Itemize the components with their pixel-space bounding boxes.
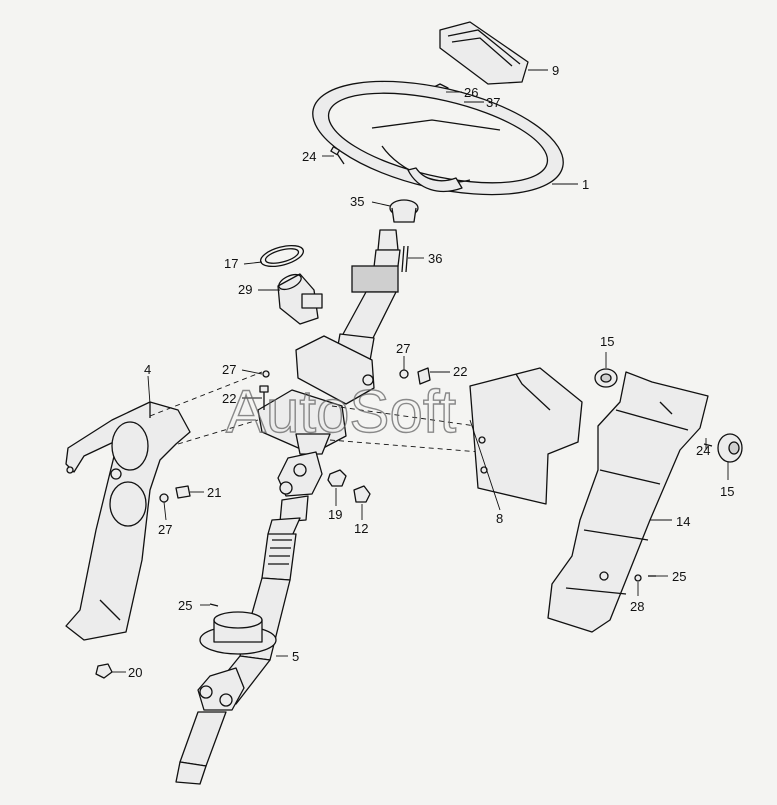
part-washer-27b bbox=[399, 369, 409, 379]
leader-27a bbox=[241, 369, 263, 375]
callout-25: 25 bbox=[178, 598, 192, 613]
part-bolt-24-top bbox=[330, 146, 345, 165]
callout-29: 29 bbox=[238, 282, 252, 297]
part-washer-28 bbox=[634, 574, 642, 582]
callout-19: 19 bbox=[328, 507, 342, 522]
callout-35: 35 bbox=[350, 194, 364, 209]
callout-15: 15 bbox=[720, 484, 734, 499]
callout-17: 17 bbox=[224, 256, 238, 271]
callout-25: 25 bbox=[672, 569, 686, 584]
callout-4: 4 bbox=[144, 362, 151, 377]
part-switch-29 bbox=[277, 273, 323, 325]
callout-27: 27 bbox=[396, 341, 410, 356]
part-screw-25a bbox=[209, 603, 219, 607]
callout-24: 24 bbox=[302, 149, 316, 164]
part-nut-21 bbox=[175, 485, 191, 499]
part-bolt-22a bbox=[259, 385, 269, 410]
part-grommet-15a bbox=[594, 368, 618, 388]
part-horn-pad bbox=[439, 21, 529, 85]
leader-4 bbox=[147, 375, 151, 405]
callout-14: 14 bbox=[676, 514, 690, 529]
callout-37: 37 bbox=[486, 95, 500, 110]
callout-28: 28 bbox=[630, 599, 644, 614]
part-screw-24b bbox=[703, 443, 713, 447]
part-panel-8 bbox=[469, 367, 583, 505]
part-pin-36 bbox=[401, 245, 409, 273]
callout-27: 27 bbox=[222, 362, 236, 377]
callout-22: 22 bbox=[222, 391, 236, 406]
callout-20: 20 bbox=[128, 665, 142, 680]
callout-12: 12 bbox=[354, 521, 368, 536]
callout-8: 8 bbox=[496, 511, 503, 526]
part-universal-joint-lower bbox=[175, 667, 245, 785]
callout-21: 21 bbox=[207, 485, 221, 500]
leader-8 bbox=[469, 419, 501, 511]
callout-5: 5 bbox=[292, 649, 299, 664]
part-cover-14 bbox=[547, 371, 709, 633]
callout-24: 24 bbox=[696, 443, 710, 458]
part-bolt-22b bbox=[417, 367, 431, 385]
callout-9: 9 bbox=[552, 63, 559, 78]
callout-27: 27 bbox=[158, 522, 172, 537]
part-ring-17 bbox=[259, 244, 305, 268]
callout-22: 22 bbox=[453, 364, 467, 379]
assembly-line-4 bbox=[329, 439, 481, 453]
assembly-line-1 bbox=[149, 371, 263, 417]
leader-27c bbox=[163, 501, 167, 521]
part-steering-wheel bbox=[312, 80, 564, 196]
part-cap-15b bbox=[717, 433, 743, 463]
callout-1: 1 bbox=[582, 177, 589, 192]
callout-26: 26 bbox=[464, 85, 478, 100]
part-washer-27c bbox=[159, 493, 169, 503]
part-hub-nut-35 bbox=[389, 199, 419, 223]
part-nut-19 bbox=[327, 469, 347, 487]
callout-36: 36 bbox=[428, 251, 442, 266]
part-plug-12 bbox=[353, 485, 371, 503]
leader-35 bbox=[371, 201, 391, 207]
watermark: AutoSoft bbox=[226, 378, 456, 445]
part-universal-joint-upper bbox=[267, 451, 323, 537]
part-nut-20 bbox=[95, 663, 113, 679]
part-washer-27a bbox=[262, 370, 270, 378]
part-boot-5 bbox=[199, 611, 277, 655]
assembly-line-2 bbox=[177, 419, 259, 445]
callout-15: 15 bbox=[600, 334, 614, 349]
assembly-line-3 bbox=[331, 405, 477, 427]
leader-17 bbox=[243, 261, 263, 265]
part-column-bracket bbox=[257, 335, 375, 455]
part-support-bracket-4 bbox=[65, 401, 191, 641]
